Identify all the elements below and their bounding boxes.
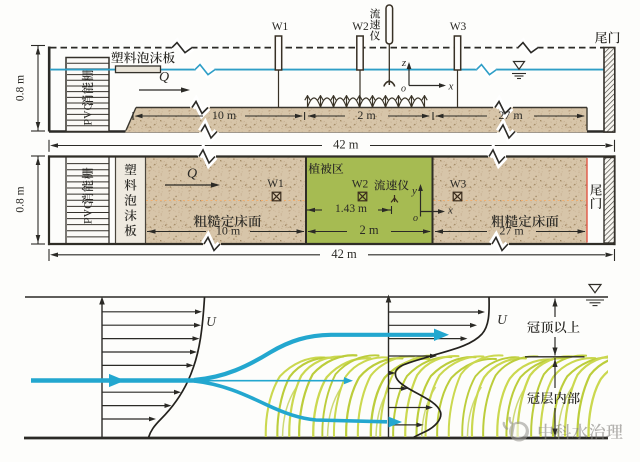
svg-text:Q: Q [187,167,197,182]
svg-text:0.8 m: 0.8 m [15,186,27,212]
svg-text:W3: W3 [450,179,467,191]
svg-text:o: o [401,84,406,95]
svg-text:W3: W3 [450,21,467,33]
svg-text:1.43 m: 1.43 m [335,203,367,215]
svg-text:y: y [411,185,417,197]
svg-text:W1: W1 [272,21,289,33]
svg-text:42 m: 42 m [333,138,359,152]
svg-text:10 m: 10 m [212,108,237,122]
svg-text:U: U [206,314,217,329]
svg-text:42 m: 42 m [331,247,357,261]
svg-text:z: z [401,57,407,69]
svg-text:0.8 m: 0.8 m [15,75,27,101]
svg-text:x: x [447,205,453,217]
svg-text:U: U [497,312,508,327]
svg-text:2 m: 2 m [357,108,376,122]
svg-text:o: o [413,213,418,224]
svg-text:x: x [448,81,454,93]
svg-text:PVC: PVC [81,102,95,125]
svg-text:10 m: 10 m [216,224,241,238]
svg-text:PVC: PVC [81,201,95,224]
svg-text:Q: Q [159,70,169,85]
svg-text:W1: W1 [267,178,284,190]
svg-text:W2: W2 [352,179,369,191]
svg-text:2 m: 2 m [359,223,378,237]
svg-text:27 m: 27 m [498,108,523,122]
svg-text:27 m: 27 m [499,224,524,238]
svg-text:W2: W2 [352,21,369,33]
